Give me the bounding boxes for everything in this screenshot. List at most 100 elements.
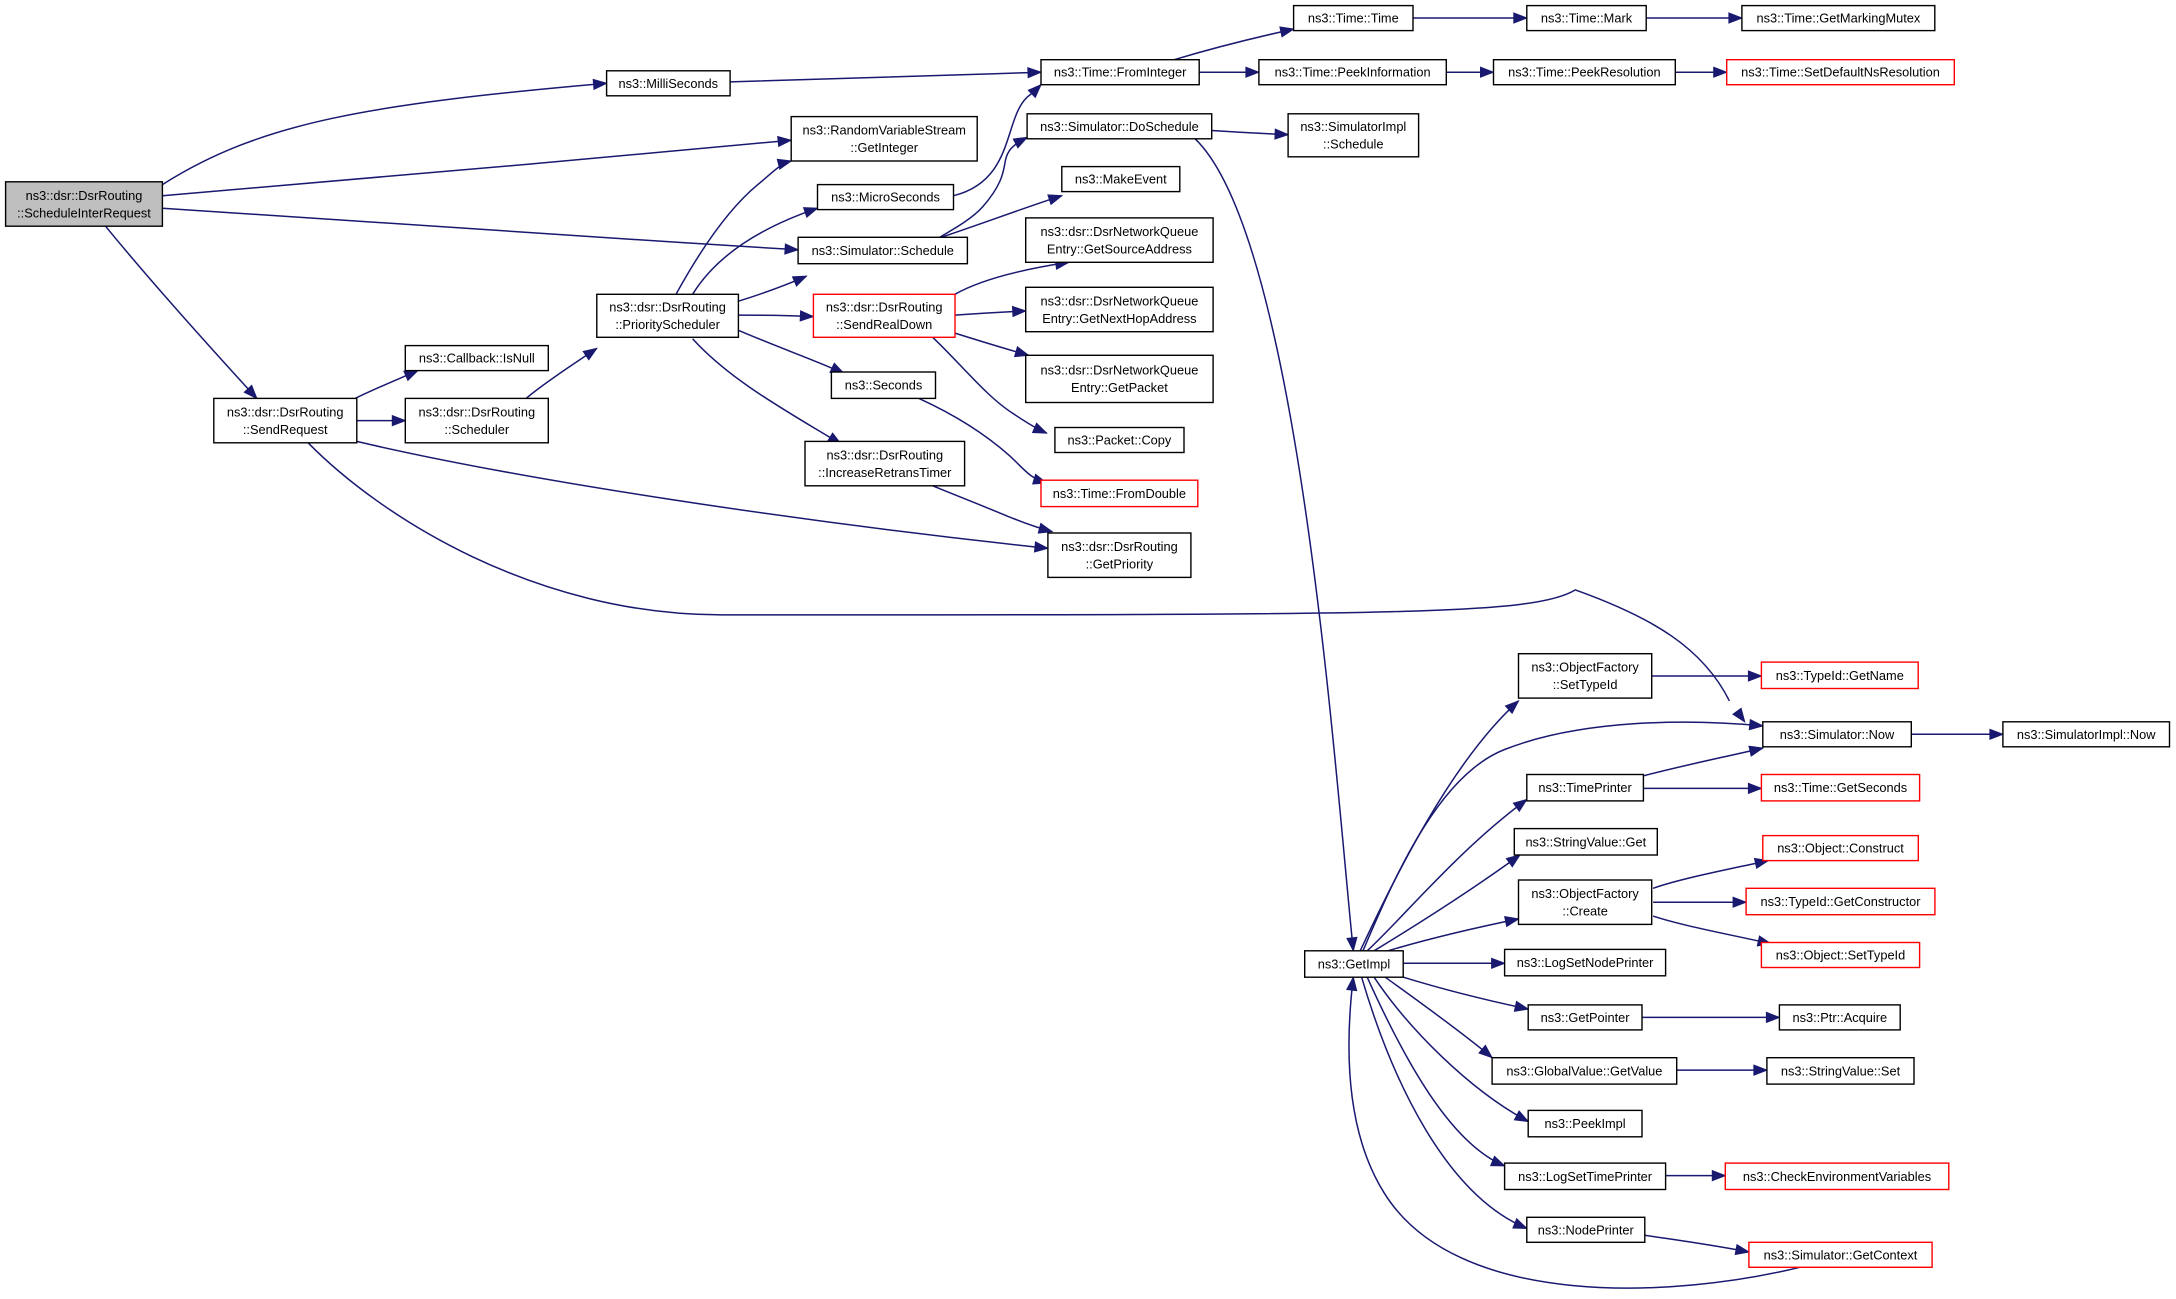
node-object-set-type-id[interactable]: ns3::Object::SetTypeId xyxy=(1760,941,1921,969)
node-time-mark[interactable]: ns3::Time::Mark xyxy=(1526,4,1647,32)
node-simulator-get-context[interactable]: ns3::Simulator::GetContext xyxy=(1748,1241,1933,1269)
node-simulator-impl-now[interactable]: ns3::SimulatorImpl::Now xyxy=(2002,721,2171,748)
node-priority-scheduler[interactable]: ns3::dsr::DsrRouting::PriorityScheduler xyxy=(596,293,740,338)
node-get-impl[interactable]: ns3::GetImpl xyxy=(1303,950,1404,978)
node-get-next-hop-address[interactable]: ns3::dsr::DsrNetworkQueueEntry::GetNextH… xyxy=(1024,286,1214,333)
node-get-source-address[interactable]: ns3::dsr::DsrNetworkQueueEntry::GetSourc… xyxy=(1024,217,1214,263)
node-check-environment-variables[interactable]: ns3::CheckEnvironmentVariables xyxy=(1724,1162,1950,1191)
node-label: ns3::GlobalValue::GetValue xyxy=(1506,1063,1662,1078)
node-schedule-inter-request[interactable]: ns3::dsr::DsrRouting::ScheduleInterReque… xyxy=(4,181,164,227)
node-label: ns3::NodePrinter xyxy=(1538,1222,1635,1237)
node-log-set-node-printer[interactable]: ns3::LogSetNodePrinter xyxy=(1503,948,1667,977)
edge-line xyxy=(954,261,1069,295)
node-label: ns3::dsr::DsrRouting xyxy=(418,404,535,419)
edge-send-request-to-scheduler xyxy=(356,414,407,427)
node-simulator-schedule[interactable]: ns3::Simulator::Schedule xyxy=(797,236,969,265)
node-make-event[interactable]: ns3::MakeEvent xyxy=(1061,165,1181,193)
node-time-peek-information[interactable]: ns3::Time::PeekInformation xyxy=(1258,59,1448,86)
node-time-get-marking-mutex[interactable]: ns3::Time::GetMarkingMutex xyxy=(1741,4,1936,32)
edge-line xyxy=(1362,721,1763,952)
edge-line xyxy=(1652,859,1769,890)
node-box xyxy=(1040,59,1200,86)
edge-priority-scheduler-to-increase-retrans-timer xyxy=(692,338,843,445)
node-label: ns3::PeekImpl xyxy=(1545,1116,1626,1131)
arrowhead xyxy=(1747,782,1763,795)
node-string-value-set[interactable]: ns3::StringValue::Set xyxy=(1766,1056,1915,1085)
node-time-peek-resolution[interactable]: ns3::Time::PeekResolution xyxy=(1492,59,1677,86)
node-get-packet[interactable]: ns3::dsr::DsrNetworkQueueEntry::GetPacke… xyxy=(1024,354,1214,404)
arrowhead xyxy=(1274,128,1290,140)
node-simulator-do-schedule[interactable]: ns3::Simulator::DoSchedule xyxy=(1026,113,1213,140)
edge-line xyxy=(162,207,799,251)
edge-line xyxy=(104,225,258,399)
node-label: ::SendRequest xyxy=(243,422,328,437)
node-label: ns3::LogSetTimePrinter xyxy=(1518,1169,1653,1184)
node-time-from-integer[interactable]: ns3::Time::FromInteger xyxy=(1040,59,1200,86)
node-ptr-acquire[interactable]: ns3::Ptr::Acquire xyxy=(1778,1004,1901,1031)
node-label: ::GetInteger xyxy=(850,140,918,155)
node-send-real-down[interactable]: ns3::dsr::DsrRouting::SendRealDown xyxy=(812,293,956,338)
node-time-time[interactable]: ns3::Time::Time xyxy=(1292,4,1414,32)
node-box xyxy=(1026,113,1213,140)
node-label: ns3::dsr::DsrRouting xyxy=(26,188,143,203)
node-object-factory-set-type-id[interactable]: ns3::ObjectFactory::SetTypeId xyxy=(1517,653,1653,699)
arrowhead xyxy=(1732,707,1746,723)
arrowhead xyxy=(1753,1064,1769,1076)
node-time-from-double[interactable]: ns3::Time::FromDouble xyxy=(1040,479,1199,508)
edge-get-impl-to-object-factory-create xyxy=(1387,915,1520,952)
node-send-request[interactable]: ns3::dsr::DsrRouting::SendRequest xyxy=(213,397,358,444)
node-label: ns3::Time::GetSeconds xyxy=(1774,780,1907,795)
edge-line xyxy=(162,139,792,197)
node-increase-retrans-timer[interactable]: ns3::dsr::DsrRouting::IncreaseRetransTim… xyxy=(804,440,966,487)
node-type-id-get-name[interactable]: ns3::TypeId::GetName xyxy=(1760,661,1919,690)
edge-scheduler-to-priority-scheduler xyxy=(525,347,598,399)
node-type-id-get-constructor[interactable]: ns3::TypeId::GetConstructor xyxy=(1745,887,1936,916)
node-box xyxy=(1491,1056,1678,1085)
node-string-value-get[interactable]: ns3::StringValue::Get xyxy=(1513,827,1659,856)
node-packet-copy[interactable]: ns3::Packet::Copy xyxy=(1054,426,1185,454)
node-micro-seconds[interactable]: ns3::MicroSeconds xyxy=(816,183,955,211)
node-callback-is-null[interactable]: ns3::Callback::IsNull xyxy=(404,344,549,372)
node-object-construct[interactable]: ns3::Object::Construct xyxy=(1762,834,1920,862)
node-milli-seconds[interactable]: ns3::MilliSeconds xyxy=(605,70,731,97)
edge-schedule-inter-request-to-milli-seconds xyxy=(161,78,608,186)
arrowhead xyxy=(243,384,258,400)
node-rvs-get-integer[interactable]: ns3::RandomVariableStream::GetInteger xyxy=(790,115,978,162)
node-label: ns3::Seconds xyxy=(845,378,923,393)
node-label: ns3::MilliSeconds xyxy=(619,76,719,91)
node-label: ns3::Object::Construct xyxy=(1777,841,1904,856)
arrowhead xyxy=(1513,12,1529,24)
arrowhead xyxy=(1031,422,1048,434)
edge-simulator-now-to-simulator-impl-now xyxy=(1911,728,2005,741)
edge-line xyxy=(1373,854,1521,952)
node-time-set-default-ns-resolution[interactable]: ns3::Time::SetDefaultNsResolution xyxy=(1725,59,1955,86)
node-time-get-seconds[interactable]: ns3::Time::GetSeconds xyxy=(1760,773,1921,802)
node-time-printer[interactable]: ns3::TimePrinter xyxy=(1526,773,1645,802)
node-label: ns3::MicroSeconds xyxy=(831,190,940,205)
edge-line xyxy=(918,397,1047,484)
edge-line xyxy=(1387,918,1519,952)
node-box xyxy=(605,70,731,97)
node-box xyxy=(2002,721,2171,748)
node-box xyxy=(1303,950,1404,978)
edge-time-from-integer-to-time-time xyxy=(1173,26,1295,61)
node-get-pointer[interactable]: ns3::GetPointer xyxy=(1527,1004,1643,1031)
node-get-priority[interactable]: ns3::dsr::DsrRouting::GetPriority xyxy=(1047,532,1192,579)
node-object-factory-create[interactable]: ns3::ObjectFactory::Create xyxy=(1517,879,1653,926)
node-label: ns3::Time::Mark xyxy=(1541,11,1633,26)
arrowhead xyxy=(1513,1110,1530,1123)
node-box xyxy=(1526,773,1645,802)
arrowhead xyxy=(776,158,793,170)
node-label: ns3::Simulator::Now xyxy=(1780,727,1895,742)
node-node-printer[interactable]: ns3::NodePrinter xyxy=(1526,1216,1646,1244)
node-simulator-impl-schedule[interactable]: ns3::SimulatorImpl::Schedule xyxy=(1287,113,1420,158)
node-global-value-get-value[interactable]: ns3::GlobalValue::GetValue xyxy=(1491,1056,1678,1085)
node-simulator-now[interactable]: ns3::Simulator::Now xyxy=(1762,721,1913,748)
node-log-set-time-printer[interactable]: ns3::LogSetTimePrinter xyxy=(1503,1162,1667,1191)
node-box xyxy=(1527,1109,1643,1138)
node-seconds[interactable]: ns3::Seconds xyxy=(830,371,937,400)
edge-line xyxy=(356,440,1048,550)
node-peek-impl[interactable]: ns3::PeekImpl xyxy=(1527,1109,1643,1138)
node-scheduler[interactable]: ns3::dsr::DsrRouting::Scheduler xyxy=(404,397,549,444)
edge-simulator-get-context-to-get-impl xyxy=(1346,975,1801,1289)
